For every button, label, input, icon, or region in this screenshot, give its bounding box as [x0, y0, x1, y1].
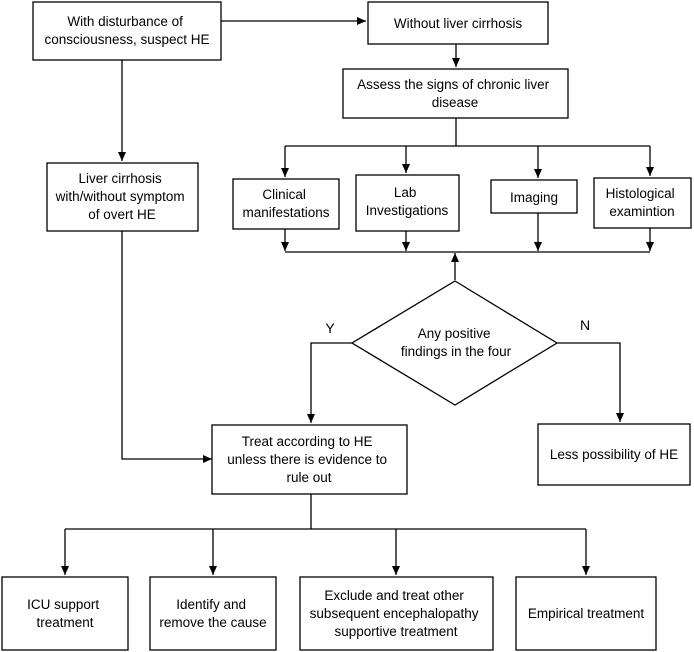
node-identify: Identify and remove the cause — [149, 576, 277, 651]
node-box — [299, 576, 494, 651]
node-assess: Assess the signs of chronic liver diseas… — [342, 68, 569, 119]
node-box — [232, 178, 340, 230]
decision-diamond — [350, 280, 559, 406]
arrow-no-to-less — [557, 342, 624, 422]
node-box — [593, 177, 692, 229]
node-box — [32, 1, 222, 61]
node-lab: Lab Investigations — [355, 174, 460, 232]
arrow-yes-to-treat — [307, 342, 352, 423]
node-box — [149, 576, 277, 651]
node-cirrhosis: Liver cirrhosis with/without symptom of … — [46, 162, 199, 232]
node-text: Treat according to HE unless there is ev… — [227, 434, 391, 485]
node-icu: ICU support treatment — [1, 576, 129, 651]
node-clinical: Clinical manifestations — [232, 178, 340, 230]
node-text: Less possibility of HE — [550, 447, 678, 462]
node-text: With disturbance of consciousness, suspe… — [44, 14, 209, 47]
node-imaging: Imaging — [490, 179, 578, 214]
edge-label-yes: Y — [325, 320, 335, 336]
node-box — [490, 179, 578, 214]
node-box — [515, 576, 657, 651]
node-text: Lab Investigations — [366, 185, 449, 218]
node-without-cirrhosis: Without liver cirrhosis — [367, 1, 549, 45]
node-box — [342, 68, 569, 119]
node-text: Any positive findings in the four — [401, 326, 512, 359]
node-text: ICU support treatment — [27, 597, 103, 630]
node-text: Without liver cirrhosis — [394, 16, 523, 31]
node-text: Liver cirrhosis with/without symptom of … — [55, 171, 189, 222]
node-text: Identify and remove the cause — [159, 597, 266, 630]
connectors — [61, 17, 654, 575]
node-decision: Any positive findings in the four — [350, 280, 559, 406]
node-empirical: Empirical treatment — [515, 576, 657, 651]
node-histological: Histological examintion — [593, 177, 692, 229]
node-start: With disturbance of consciousness, suspe… — [32, 1, 222, 61]
node-exclude: Exclude and treat other subsequent encep… — [299, 576, 494, 651]
node-box — [367, 1, 549, 45]
node-less-possibility: Less possibility of HE — [537, 423, 691, 486]
node-box — [211, 424, 408, 495]
edge-label-no: N — [580, 317, 590, 333]
node-text: Clinical manifestations — [242, 187, 329, 220]
node-box — [355, 174, 460, 232]
node-text: Assess the signs of chronic liver diseas… — [357, 77, 553, 110]
node-text: Empirical treatment — [528, 606, 645, 621]
node-treat: Treat according to HE unless there is ev… — [211, 424, 408, 495]
node-box — [1, 576, 129, 651]
node-box — [46, 162, 199, 232]
node-box — [537, 423, 691, 486]
arrow-cirrhosis-to-treat — [121, 231, 212, 463]
node-text: Histological examintion — [606, 186, 679, 219]
node-text: Exclude and treat other subsequent encep… — [310, 588, 483, 639]
node-text: Imaging — [510, 190, 558, 205]
